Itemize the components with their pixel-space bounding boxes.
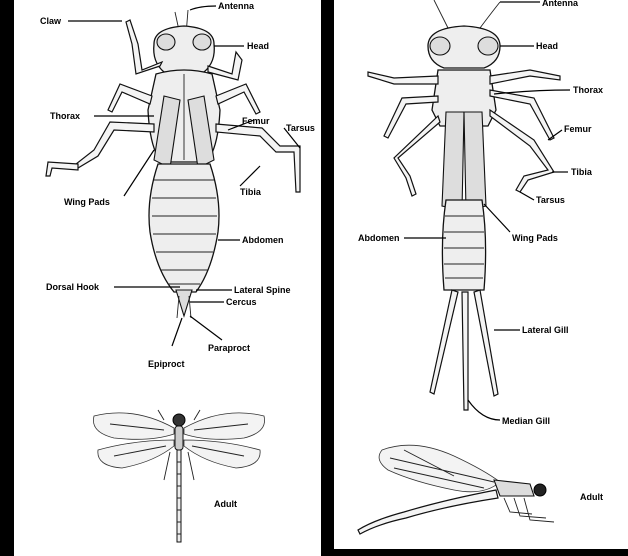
line-wingpads [124, 150, 154, 196]
adult-damselfly-thorax [494, 480, 534, 496]
label-lateral-spine: Lateral Spine [234, 285, 291, 295]
dragonfly-panel: Claw Antenna Head Thorax Femur Tarsus Ti… [14, 0, 321, 556]
damselfly-foreleg-left [368, 72, 438, 84]
label-femur-r: Femur [564, 124, 592, 134]
label-epiproct: Epiproct [148, 359, 185, 369]
label-head: Head [247, 41, 269, 51]
adult-dragonfly-wing-hind-right [184, 440, 260, 468]
damselfly-lateral-gill-left [430, 290, 458, 394]
damselfly-panel: Antenna Head Thorax Femur Tibia Tarsus A… [334, 0, 628, 549]
label-femur: Femur [242, 116, 270, 126]
label-cercus: Cercus [226, 297, 257, 307]
damselfly-median-gill [462, 292, 468, 410]
label-tibia-r: Tibia [571, 167, 593, 177]
damselfly-foreleg-right [490, 70, 560, 84]
damselfly-wingpad-left [442, 112, 464, 210]
label-dragonfly-adult: Adult [214, 499, 237, 509]
damselfly-antenna-left [434, 0, 448, 28]
dragonfly-nymph-diagram: Claw Antenna Head Thorax Femur Tarsus Ti… [14, 0, 321, 556]
line-paraproct [190, 316, 222, 340]
damselfly-midleg-left [384, 96, 438, 138]
label-tarsus: Tarsus [286, 123, 315, 133]
dragonfly-midleg-right [216, 84, 260, 114]
label-wing-pads: Wing Pads [64, 197, 110, 207]
dragonfly-eye-right [193, 34, 211, 50]
damselfly-antenna-right [480, 2, 500, 28]
dragonfly-adult-figure [93, 410, 264, 542]
line-median-gill [468, 400, 500, 420]
label-lateral-gill: Lateral Gill [522, 325, 569, 335]
label-antenna: Antenna [218, 1, 255, 11]
label-thorax: Thorax [50, 111, 80, 121]
line-tibia [240, 166, 260, 186]
label-thorax-r: Thorax [573, 85, 603, 95]
label-paraproct: Paraproct [208, 343, 250, 353]
dragonfly-hindleg-left [76, 122, 154, 168]
damselfly-lateral-gill-right [474, 290, 498, 396]
label-abdomen-r: Abdomen [358, 233, 400, 243]
damselfly-nymph-diagram: Antenna Head Thorax Femur Tibia Tarsus A… [334, 0, 628, 549]
damselfly-eye-left [430, 37, 450, 55]
damselfly-adult-figure [358, 445, 554, 534]
adult-dragonfly-abdomen [177, 450, 181, 542]
dragonfly-tarsus-left [46, 162, 78, 176]
damselfly-hindleg-left [394, 116, 440, 196]
dragonfly-abdomen [149, 164, 219, 292]
label-tarsus-r: Tarsus [536, 195, 565, 205]
damselfly-eye-right [478, 37, 498, 55]
label-antenna-r: Antenna [542, 0, 579, 8]
line-epiproct [172, 318, 182, 346]
label-claw: Claw [40, 16, 62, 26]
adult-dragonfly-head [173, 414, 185, 426]
label-dorsal-hook: Dorsal Hook [46, 282, 100, 292]
dragonfly-eye-left [157, 34, 175, 50]
adult-damselfly-head [534, 484, 546, 496]
label-median-gill: Median Gill [502, 416, 550, 426]
dragonfly-midleg-left [108, 84, 152, 112]
label-abdomen: Abdomen [242, 235, 284, 245]
label-wing-pads-r: Wing Pads [512, 233, 558, 243]
label-damselfly-adult: Adult [580, 492, 603, 502]
label-head-r: Head [536, 41, 558, 51]
adult-dragonfly-thorax [175, 426, 183, 450]
adult-dragonfly-wing-hind-left [98, 440, 174, 468]
line-antenna [190, 6, 216, 10]
adult-damselfly-abdomen [358, 490, 498, 534]
line-wingpads-r [484, 204, 510, 232]
line-thorax-r [494, 90, 570, 94]
label-tibia: Tibia [240, 187, 262, 197]
damselfly-wingpad-right [464, 112, 486, 210]
dragonfly-hindleg-right [216, 124, 300, 192]
damselfly-abdomen [442, 200, 485, 290]
adult-damselfly-legs [504, 498, 554, 522]
line-tarsus-r [520, 192, 534, 200]
